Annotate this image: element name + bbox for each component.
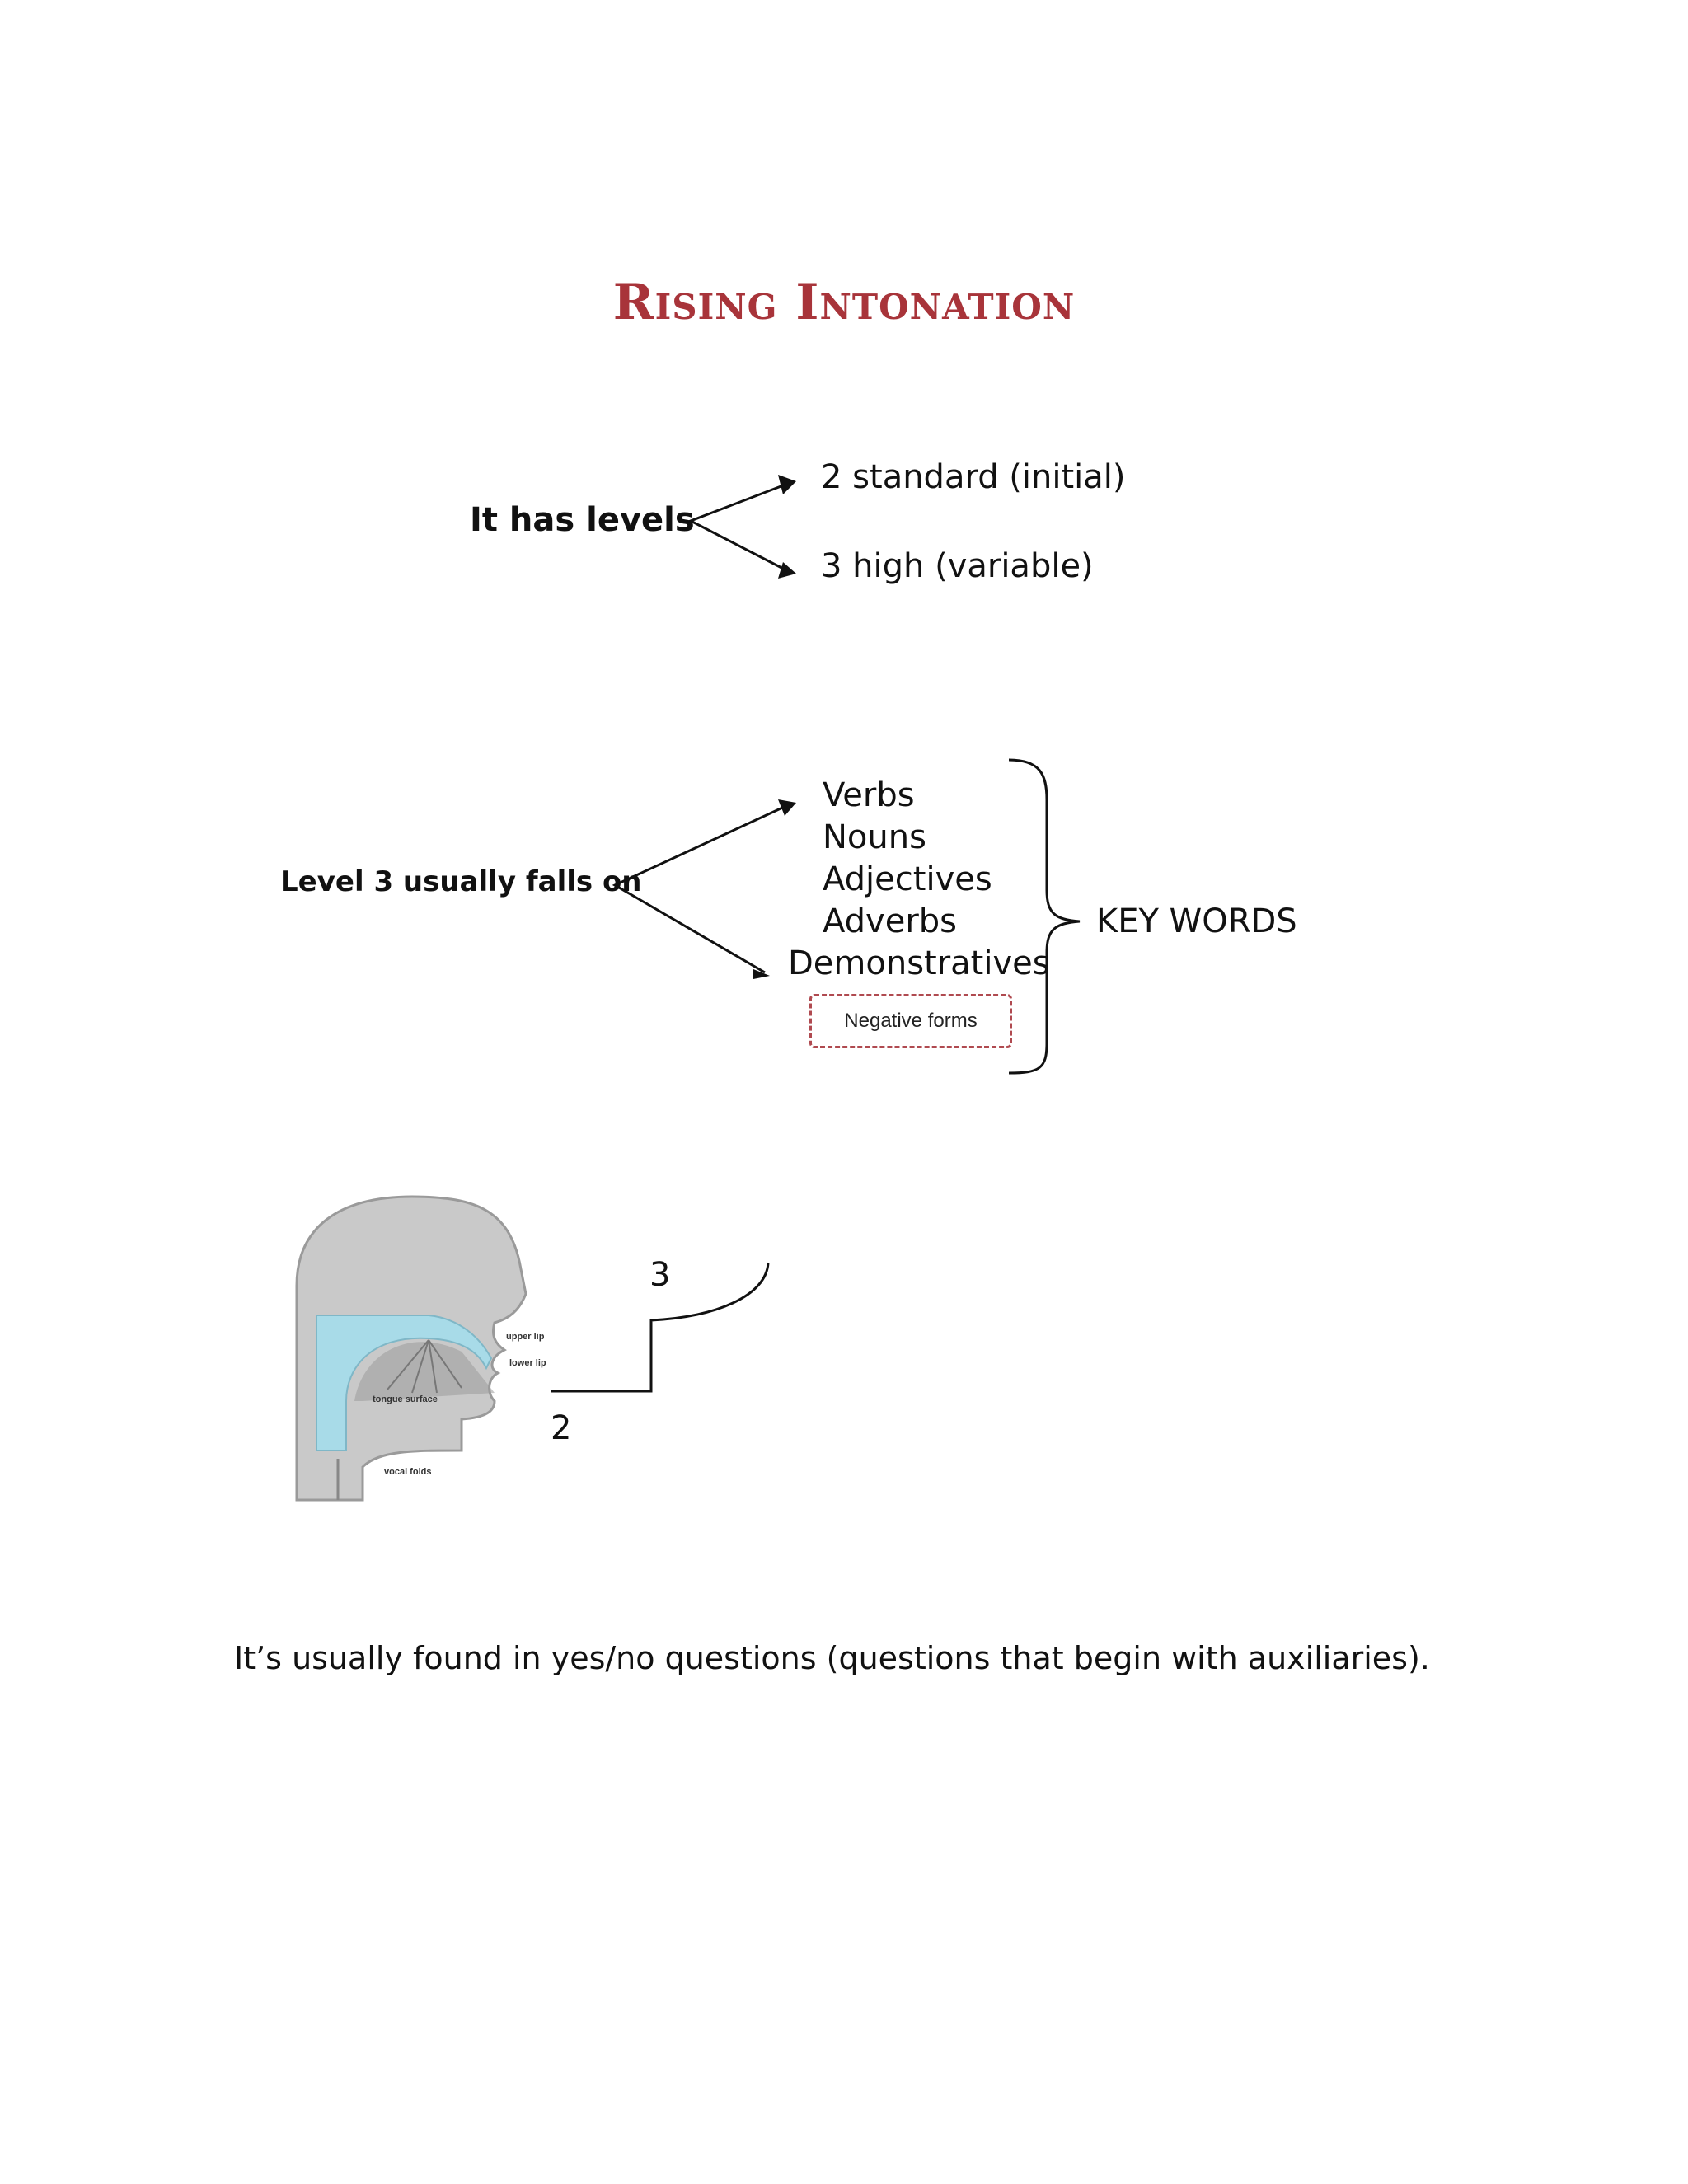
keyword-adjectives: Adjectives bbox=[823, 860, 992, 898]
pitch-contour bbox=[551, 1262, 770, 1393]
key-words-brace bbox=[1008, 758, 1081, 1075]
keyword-verbs: Verbs bbox=[823, 776, 915, 814]
level3-label: Level 3 usually falls on bbox=[280, 865, 642, 898]
levels-label: It has levels bbox=[470, 501, 695, 539]
negative-forms-box: Negative forms bbox=[809, 994, 1012, 1048]
label-tongue-surface: tongue surface bbox=[373, 1394, 438, 1404]
keyword-nouns: Nouns bbox=[823, 818, 926, 856]
key-words-label: KEY WORDS bbox=[1096, 902, 1297, 940]
pitch-level-low: 2 bbox=[551, 1409, 572, 1447]
pitch-level-high: 3 bbox=[649, 1256, 671, 1294]
oral-cavity bbox=[316, 1315, 493, 1451]
arrowhead-down bbox=[778, 562, 796, 579]
level-item-high: 3 high (variable) bbox=[821, 547, 1094, 585]
usage-sentence: It’s usually found in yes/no questions (… bbox=[234, 1640, 1430, 1676]
levels-arrows bbox=[687, 481, 790, 574]
levels-arrow-lines bbox=[687, 481, 790, 574]
level3-arrows bbox=[612, 803, 790, 974]
arrowhead-level3-up bbox=[778, 799, 796, 816]
label-lower-lip: lower lip bbox=[509, 1358, 546, 1368]
page-title: Rising Intonation bbox=[612, 274, 1076, 331]
arrowhead-level3-down bbox=[753, 969, 770, 979]
label-vocal-folds: vocal folds bbox=[384, 1467, 432, 1477]
arrowhead-up bbox=[778, 475, 796, 494]
level-item-standard: 2 standard (initial) bbox=[821, 458, 1126, 496]
label-upper-lip: upper lip bbox=[506, 1332, 545, 1342]
keyword-demonstratives: Demonstratives bbox=[788, 944, 1050, 982]
negative-forms-label: Negative forms bbox=[844, 1010, 978, 1032]
tongue-lines bbox=[387, 1339, 462, 1394]
vocal-tract-diagram bbox=[295, 1195, 528, 1502]
keyword-adverbs: Adverbs bbox=[823, 902, 958, 940]
